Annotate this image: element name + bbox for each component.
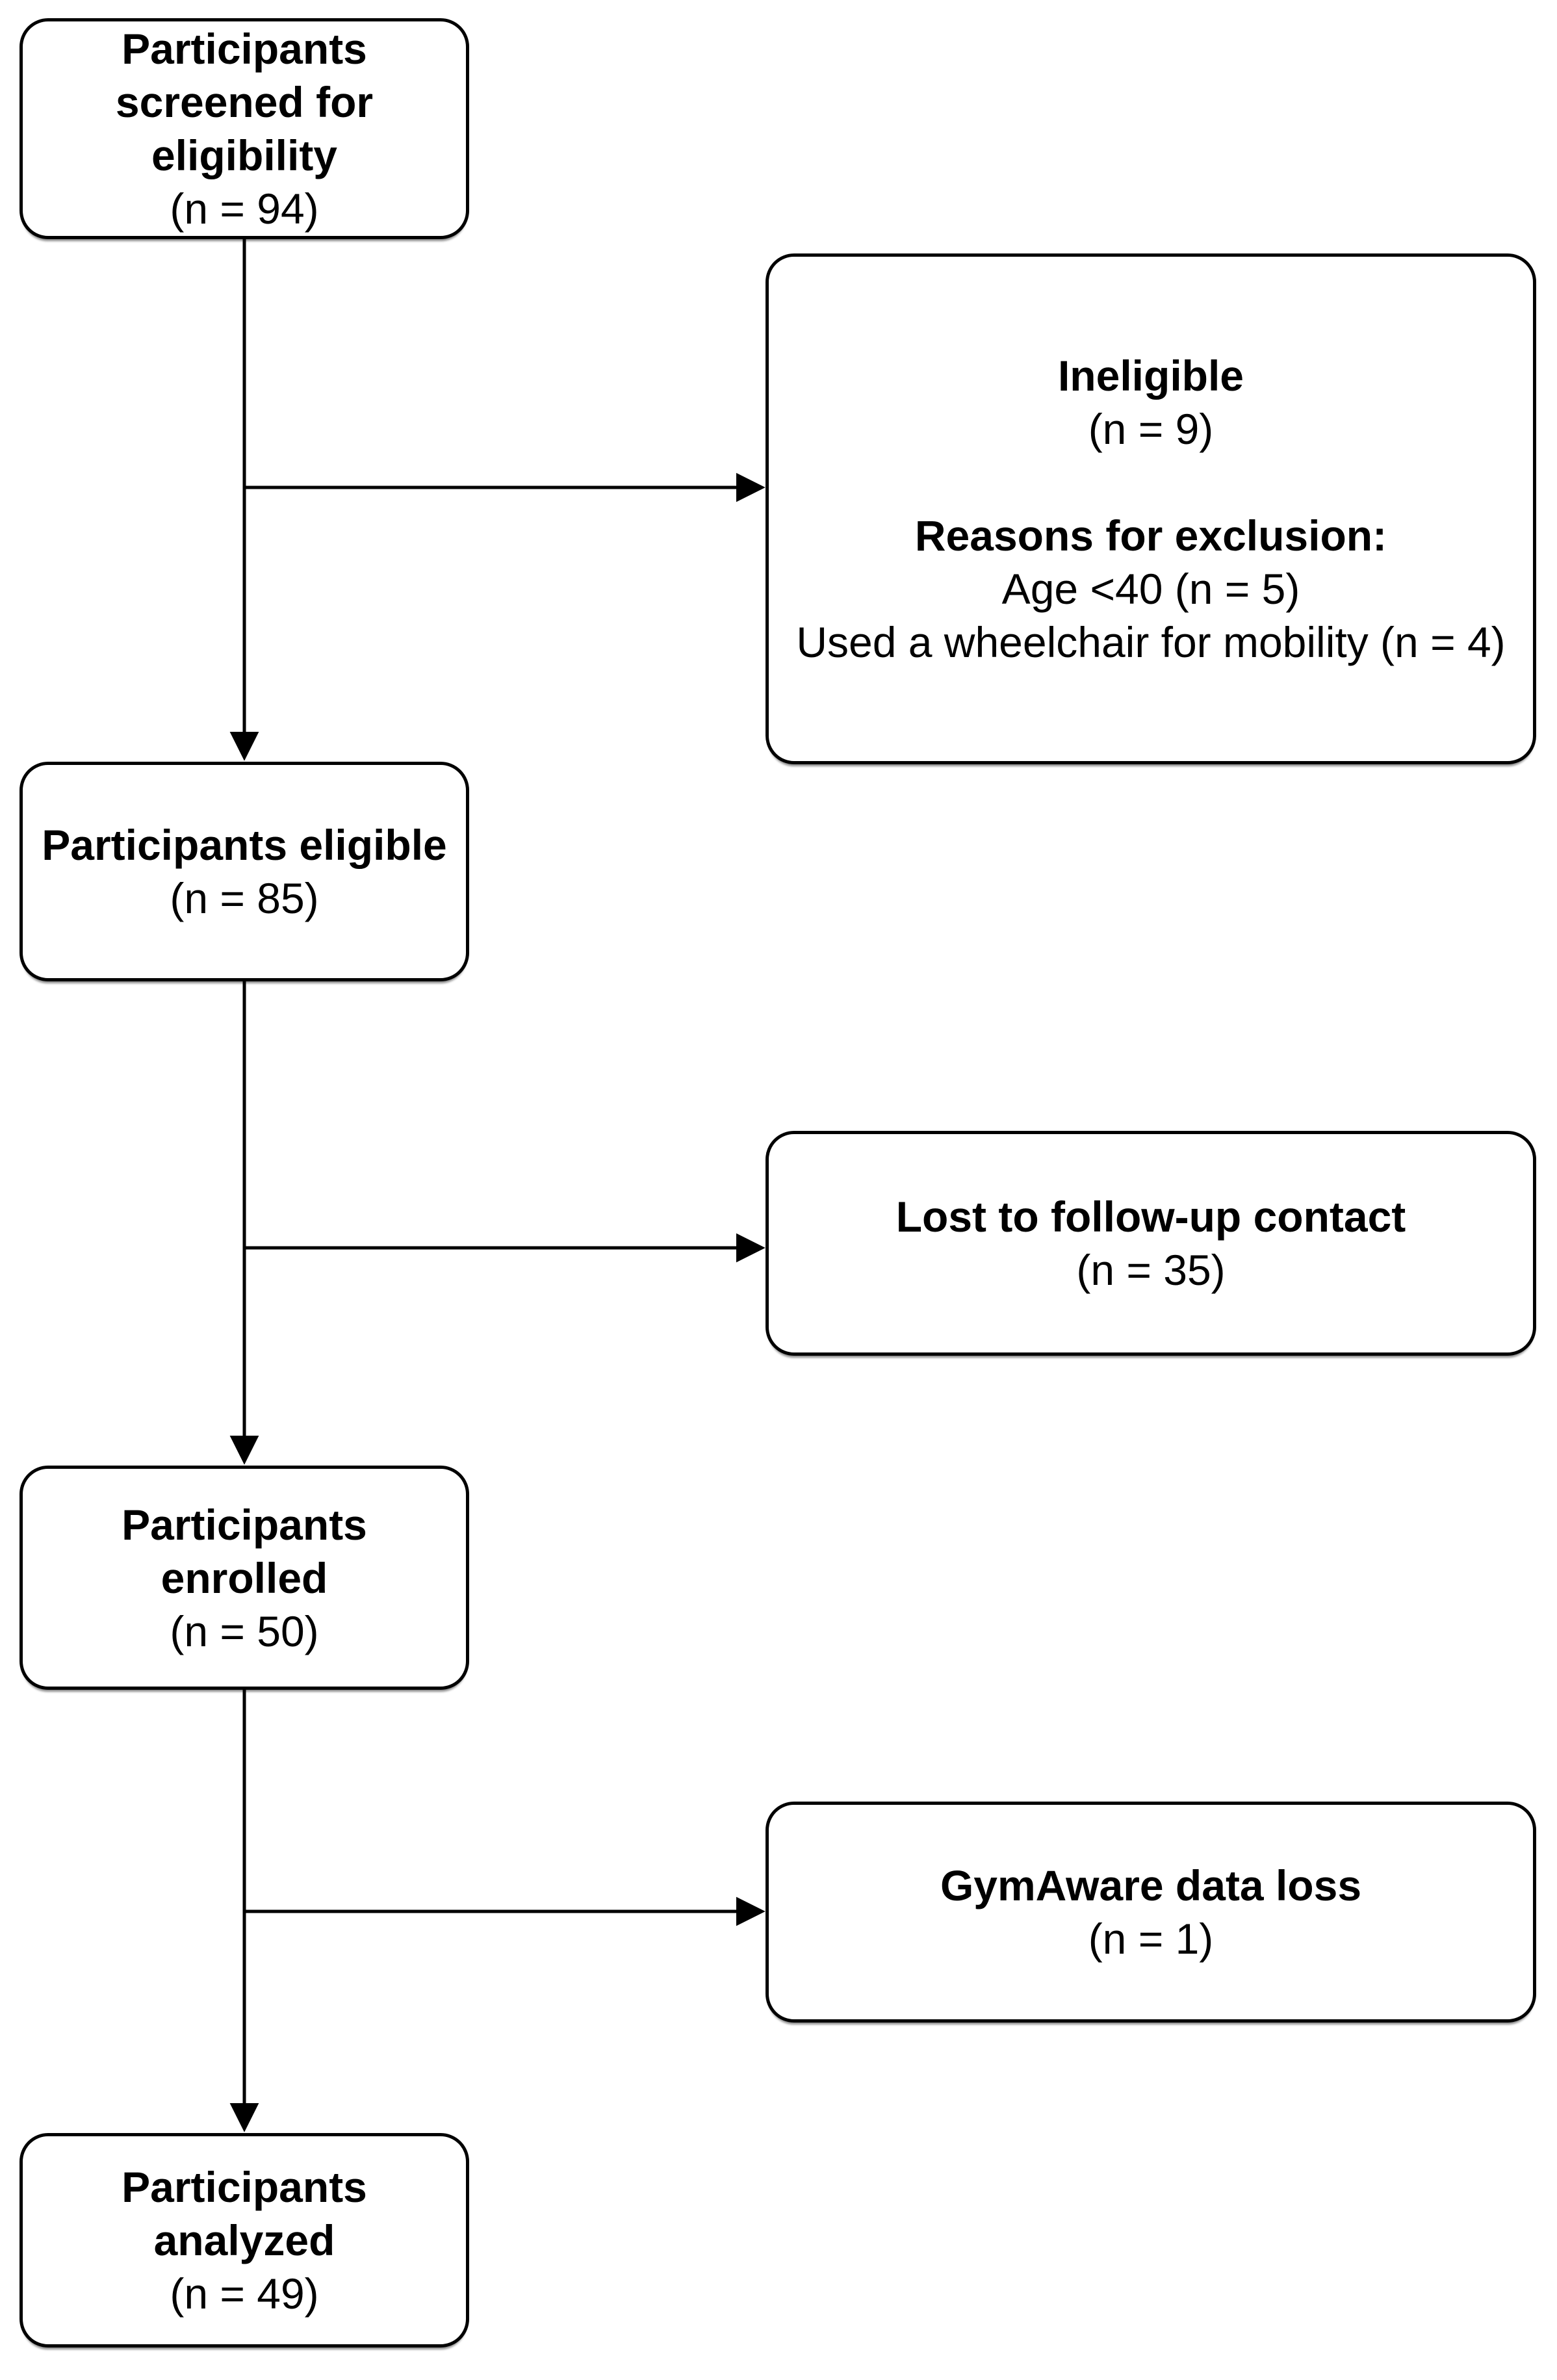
box-lost-followup: Lost to follow-up contact (n = 35) <box>766 1131 1536 1356</box>
box-count: (n = 9) <box>1088 405 1214 453</box>
box-title: Participants enrolled <box>122 1498 367 1605</box>
box-title: Participants analyzed <box>122 2160 367 2267</box>
reason-item: Age <40 (n = 5) <box>1001 565 1300 613</box>
box-count: (n = 94) <box>170 185 319 233</box>
box-title: Participants screened for eligibility <box>116 22 373 182</box>
box-title: GymAware data loss <box>940 1861 1362 1909</box>
reasons-heading: Reasons for exclusion: <box>914 511 1387 560</box>
box-count: (n = 49) <box>170 2270 319 2318</box>
box-count: (n = 1) <box>1088 1915 1214 1963</box>
box-participants-eligible: Participants eligible (n = 85) <box>19 762 469 981</box>
box-title-line: Participants <box>122 2163 367 2211</box>
box-count: (n = 50) <box>170 1607 319 1655</box>
box-title-line: screened for <box>115 78 374 126</box>
reason-item: Used a wheelchair for mobility (n = 4) <box>796 618 1506 666</box>
box-title-line: enrolled <box>161 1553 328 1602</box>
box-participants-analyzed: Participants analyzed (n = 49) <box>19 2133 469 2348</box>
box-title: Participants eligible <box>42 821 447 869</box>
box-count: (n = 35) <box>1076 1246 1226 1294</box>
box-title: Lost to follow-up contact <box>895 1193 1406 1241</box>
box-title: Ineligible <box>1057 352 1244 400</box>
box-participants-enrolled: Participants enrolled (n = 50) <box>19 1466 469 1690</box>
box-title-line: eligibility <box>151 131 338 179</box>
box-count: (n = 85) <box>170 874 319 922</box>
box-ineligible: Ineligible (n = 9) Reasons for exclusion… <box>766 253 1536 764</box>
box-title-line: Participants <box>122 25 367 73</box>
box-title-line: analyzed <box>153 2216 335 2264</box>
box-participants-screened: Participants screened for eligibility (n… <box>19 18 469 239</box>
box-gymaware-data-loss: GymAware data loss (n = 1) <box>766 1802 1536 2023</box>
box-title-line: Participants <box>122 1500 367 1549</box>
